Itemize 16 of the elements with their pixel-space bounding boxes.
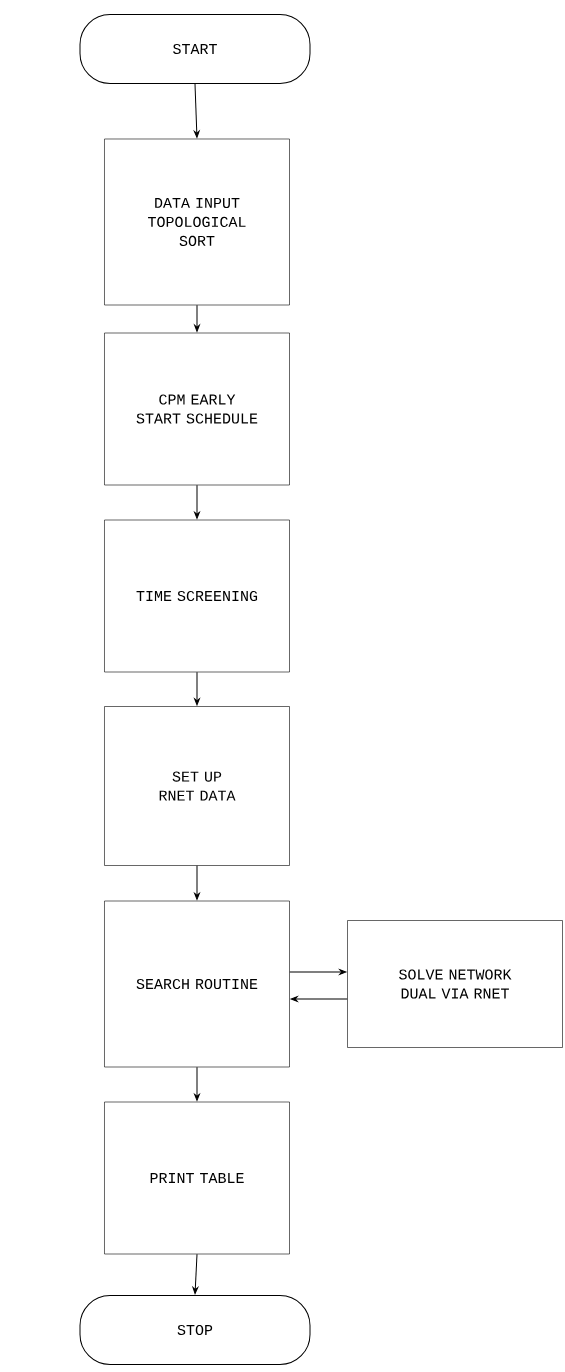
process-box: SET UP RNET DATA	[104, 706, 290, 866]
process-box: CPM EARLY START SCHEDULE	[104, 332, 290, 486]
process-box: PRINT TABLE	[104, 1101, 290, 1255]
arrow	[193, 83, 200, 138]
arrow	[194, 1066, 200, 1101]
arrow	[194, 865, 200, 900]
arrow	[194, 671, 200, 706]
arrow	[192, 1253, 199, 1295]
arrow	[194, 304, 200, 332]
process-box: TIME SCREENING	[104, 519, 290, 673]
arrow	[290, 996, 348, 1002]
process-box: DATA INPUT TOPOLOGICAL SORT	[104, 138, 290, 306]
process-box: SEARCH ROUTINE	[104, 900, 290, 1068]
arrow	[289, 969, 347, 975]
arrow	[194, 484, 200, 519]
process-box: SOLVE NETWORK DUAL VIA RNET	[347, 920, 563, 1048]
